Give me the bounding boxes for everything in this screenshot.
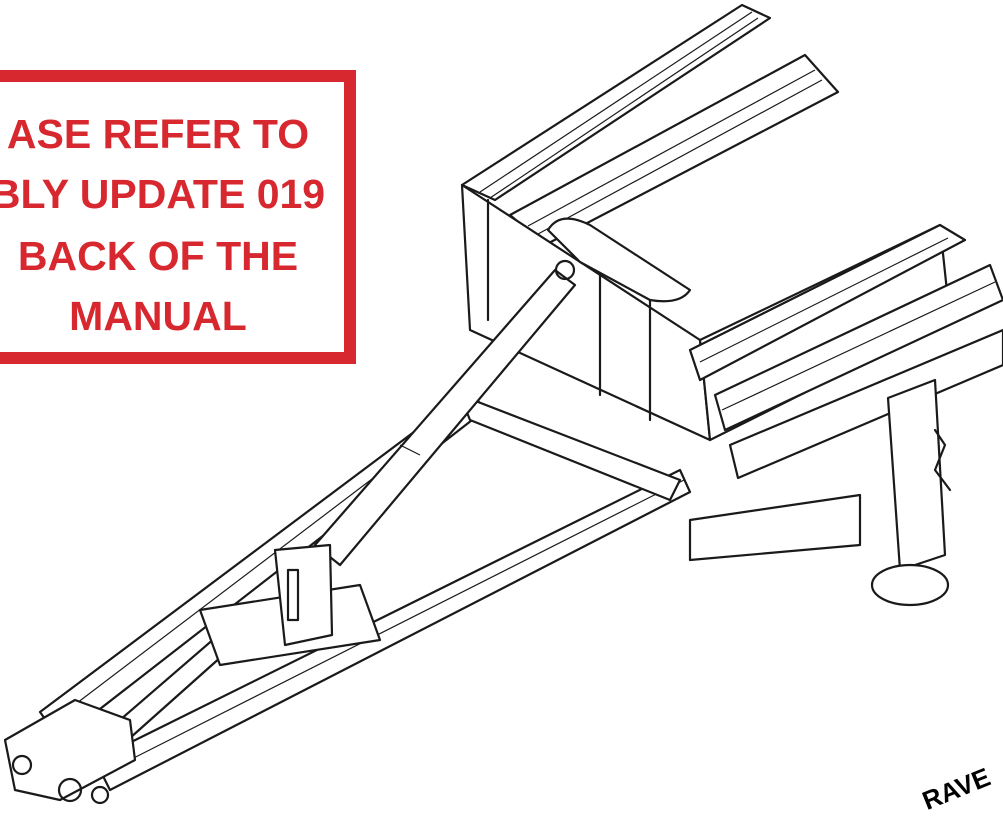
axle-crossbar bbox=[688, 493, 862, 562]
hydraulic-cylinder bbox=[313, 259, 577, 567]
mount-plate bbox=[273, 543, 334, 647]
notice-line-1: ASE REFER TO bbox=[6, 111, 310, 157]
tongue-frame bbox=[38, 388, 692, 792]
notice-line-3: BACK OF THE bbox=[17, 233, 299, 279]
rear-upper-rails bbox=[460, 3, 840, 247]
rear-side-rails bbox=[688, 223, 1003, 480]
notice-line-4: MANUAL bbox=[69, 293, 247, 339]
jack-stand bbox=[870, 378, 952, 607]
notice-line-2: BLY UPDATE 019 bbox=[0, 171, 326, 217]
hitch-clevis bbox=[3, 698, 137, 805]
assembly-update-notice-box: ASE REFER TO BLY UPDATE 019 BACK OF THE … bbox=[0, 70, 356, 364]
top-hump-bracket bbox=[546, 217, 692, 303]
